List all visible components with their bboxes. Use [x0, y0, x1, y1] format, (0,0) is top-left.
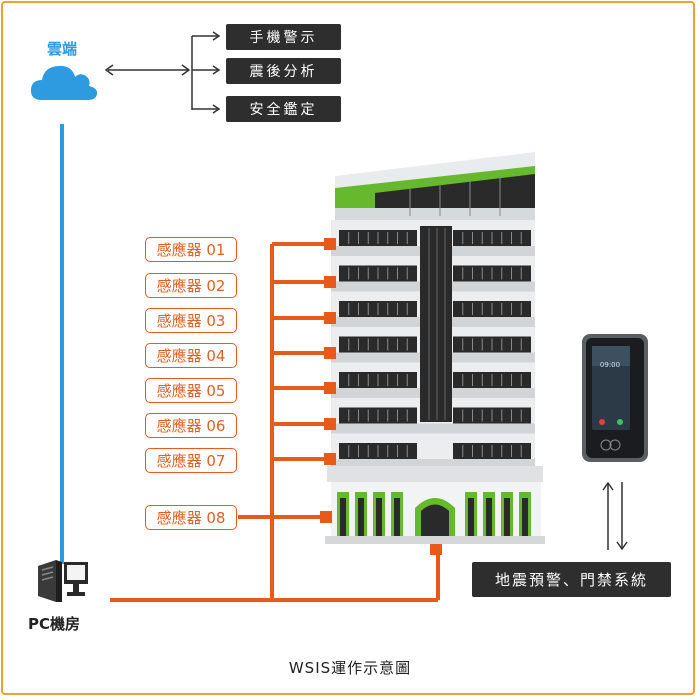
output-box-mobile-alert: 手機警示 — [226, 24, 341, 50]
sensor-mount — [324, 347, 336, 359]
server-pc-icon — [38, 560, 88, 602]
sensor-mount — [324, 382, 336, 394]
sensor-02: 感應器 02 — [145, 273, 237, 298]
cloud-link-line — [60, 124, 64, 564]
sensor-mount — [324, 238, 336, 250]
cloud-label: 雲端 — [47, 40, 78, 58]
output-box-post-quake-analysis: 震後分析 — [226, 58, 341, 84]
sensor-03: 感應器 03 — [145, 308, 237, 333]
base-window — [376, 498, 382, 536]
access-panel-icon — [582, 334, 648, 462]
output-connector — [104, 31, 221, 114]
sensor-01: 感應器 01 — [145, 237, 237, 262]
sensor-05: 感應器 05 — [145, 378, 237, 403]
access-system-box: 地震預警、門禁系統 — [472, 562, 671, 597]
pc-room-label: PC機房 — [28, 615, 81, 633]
bidirectional-arrow-icon — [602, 481, 628, 551]
sensor-mount — [324, 418, 336, 430]
sensor-08: 感應器 08 — [145, 505, 237, 530]
base-window — [468, 498, 474, 536]
base-window — [340, 498, 346, 536]
access-screen-time: 09:00 — [599, 361, 621, 369]
sensor-06: 感應器 06 — [145, 413, 237, 438]
sensor-mount — [324, 276, 336, 288]
cloud-icon — [30, 65, 98, 100]
sensor-07: 感應器 07 — [145, 448, 237, 473]
base-window — [486, 498, 492, 536]
sensor-04: 感應器 04 — [145, 343, 237, 368]
base-window — [504, 498, 510, 536]
sensor-mount — [324, 453, 336, 465]
base-window — [394, 498, 400, 536]
base-window — [358, 498, 364, 536]
output-box-safety-assessment: 安全鑑定 — [226, 96, 341, 122]
diagram-caption: WSIS運作示意圖 — [288, 659, 412, 677]
building-icon — [325, 152, 545, 544]
floor-band — [331, 423, 535, 434]
floor-band — [331, 459, 535, 469]
base-window — [522, 498, 528, 536]
sensor-mount — [324, 312, 336, 324]
